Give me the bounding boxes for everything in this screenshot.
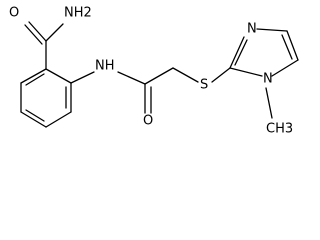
atom-label-acetamide-oxygen: O [143, 114, 153, 129]
n-methyl-group: CH3 [265, 87, 293, 137]
benzene-ring [20, 68, 72, 128]
atom-label-sulfur: S [200, 78, 208, 93]
atom-label-linker-nh: NH [95, 59, 115, 74]
atom-label-n-methyl: CH3 [266, 122, 293, 137]
thioether-sulfur: S [200, 67, 231, 93]
anilide-linker: NH [70, 59, 146, 85]
carboxamide-group: O NH2 [9, 6, 92, 70]
atom-label-amide-oxygen: O [9, 6, 19, 21]
imidazole-ring: N N [229, 22, 299, 87]
atom-label-imidazole-n3: N [247, 22, 257, 37]
atom-label-imidazole-n1: N [263, 72, 273, 87]
atom-label-amide-nh2: NH2 [64, 6, 92, 21]
acetamide-carbonyl: O [143, 67, 199, 129]
chemical-structure-diagram: O NH2 NH O S N N CH3 [9, 6, 299, 137]
